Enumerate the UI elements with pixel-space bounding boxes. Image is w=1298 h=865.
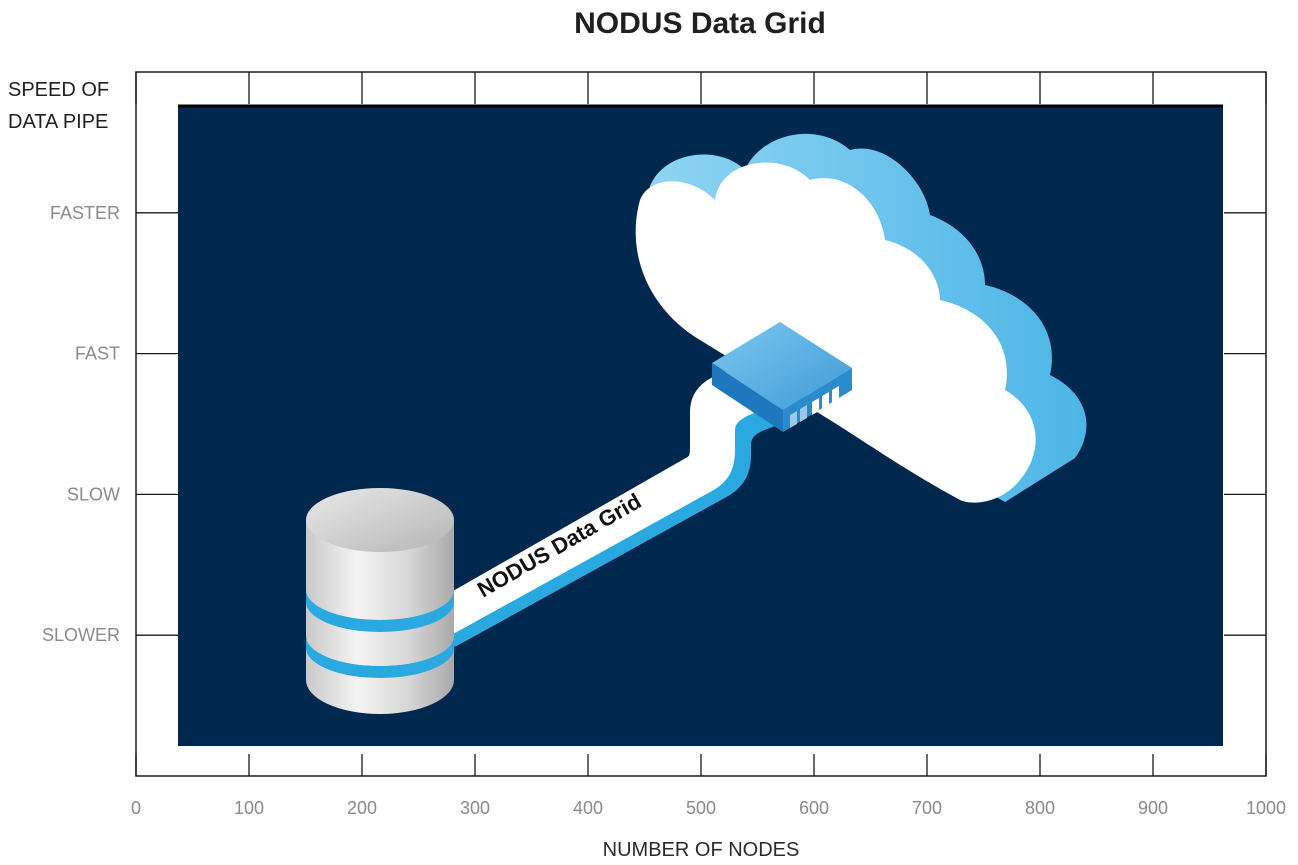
- x-tick-label: 1000: [1246, 798, 1286, 818]
- y-tick-label: FAST: [75, 344, 120, 364]
- x-tick-label: 700: [912, 798, 942, 818]
- x-tick-label: 500: [686, 798, 716, 818]
- x-tick-label: 0: [131, 798, 141, 818]
- x-tick-label: 100: [234, 798, 264, 818]
- x-tick-label: 800: [1025, 798, 1055, 818]
- y-tick-label: FASTER: [50, 203, 120, 223]
- y-axis-label-line-1: SPEED OF: [8, 79, 109, 101]
- database-icon: [306, 488, 454, 714]
- x-tick-group: 0 100 200 300 400 500 600 700 800 900 1000: [131, 72, 1286, 818]
- chart-title: NODUS Data Grid: [574, 7, 826, 40]
- x-tick-label: 300: [460, 798, 490, 818]
- y-tick-group: SLOWER SLOW FAST FASTER: [42, 203, 1266, 645]
- y-tick-label: SLOWER: [42, 625, 120, 645]
- x-tick-label: 400: [573, 798, 603, 818]
- x-tick-label: 900: [1138, 798, 1168, 818]
- x-axis-label: NUMBER OF NODES: [603, 839, 800, 861]
- x-tick-label: 200: [347, 798, 377, 818]
- network-switch-icon: [712, 322, 852, 432]
- cloud-icon: [635, 133, 1087, 503]
- y-tick-label: SLOW: [67, 484, 120, 504]
- x-tick-label: 600: [799, 798, 829, 818]
- y-axis-label-line-2: DATA PIPE: [8, 111, 108, 133]
